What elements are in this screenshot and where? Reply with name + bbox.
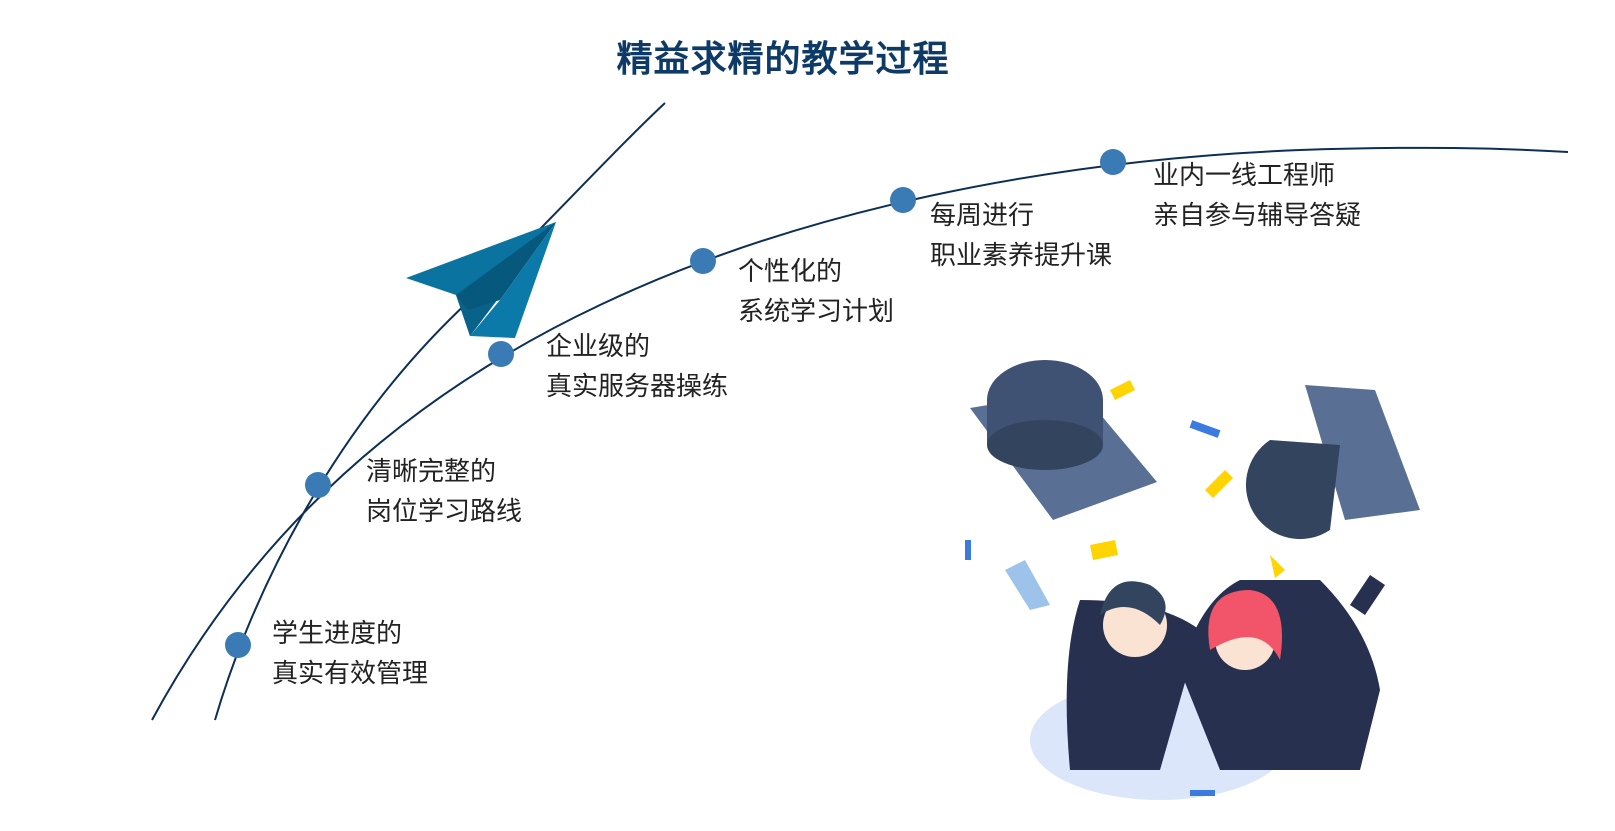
milestone-line2: 系统学习计划 [738,297,895,327]
flight-path-curve [214,102,666,721]
milestone-label: 企业级的真实服务器操练 [546,327,728,407]
graduates-illustration [965,360,1420,800]
milestone-dot [225,632,251,658]
milestone-line1: 个性化的 [738,257,843,287]
milestone-line2: 亲自参与辅导答疑 [1153,201,1362,231]
milestone-label: 学生进度的真实有效管理 [272,614,428,694]
page-title: 精益求精的教学过程 [616,39,950,80]
milestone-label: 个性化的系统学习计划 [738,252,894,332]
milestone-dot [890,187,916,213]
milestone-line2: 职业素养提升课 [930,241,1113,271]
milestone-line1: 学生进度的 [272,619,403,649]
milestone-line1: 业内一线工程师 [1153,161,1336,191]
milestone-label: 清晰完整的岗位学习路线 [366,452,522,532]
milestone-dot [305,472,331,498]
milestone-dot [690,248,716,274]
milestone-line2: 真实服务器操练 [546,372,729,402]
milestone-dot [488,341,514,367]
milestone-line1: 企业级的 [546,332,651,362]
milestone-line2: 岗位学习路线 [366,497,523,527]
milestone-line1: 清晰完整的 [366,457,497,487]
milestone-label: 每周进行职业素养提升课 [930,196,1112,276]
paper-plane-icon [406,222,556,338]
milestone-line2: 真实有效管理 [272,659,429,689]
milestone-dot [1100,149,1126,175]
milestone-label: 业内一线工程师亲自参与辅导答疑 [1153,156,1361,236]
milestone-line1: 每周进行 [930,201,1035,231]
